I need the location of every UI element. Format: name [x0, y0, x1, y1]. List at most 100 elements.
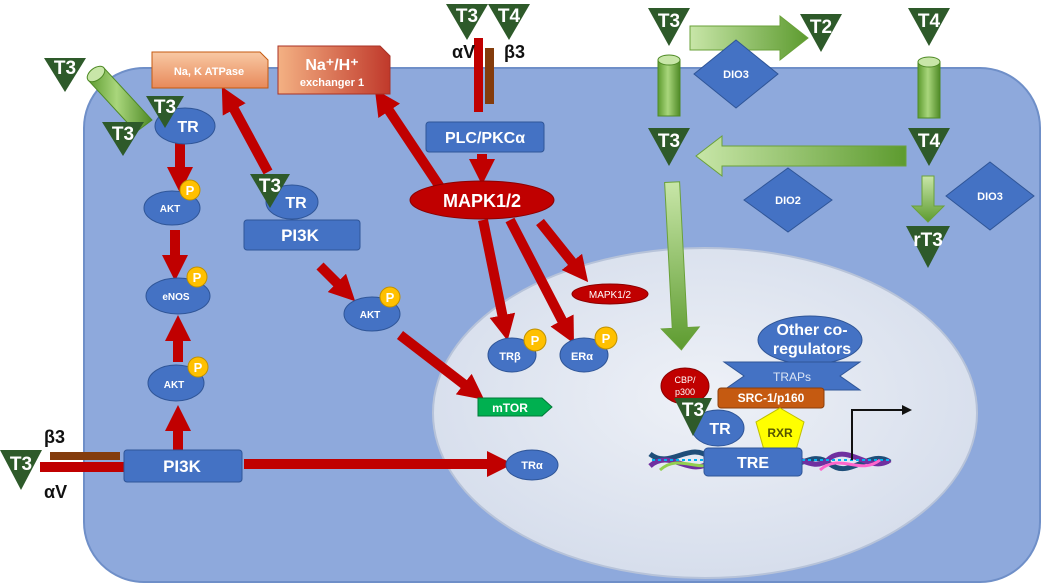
integrin-bottom-beta3: β3	[44, 427, 65, 447]
arrow-t3-to-t2	[689, 14, 809, 62]
mapk-cytoplasm: MAPK1/2	[409, 180, 555, 220]
svg-text:T4: T4	[498, 6, 521, 27]
pi3k-lower: PI3K	[123, 449, 243, 483]
src1-label: SRC-1/p160	[738, 391, 805, 405]
tr-pi3k-complex: TR PI3K	[243, 184, 361, 251]
mtor: mTOR	[477, 397, 553, 417]
svg-text:T3: T3	[682, 400, 704, 421]
arrow-tr-to-na-k-atpase	[221, 86, 273, 175]
dio3-top: DIO3	[693, 39, 779, 109]
cbp-p300: CBP/ p300	[660, 367, 710, 405]
svg-text:T4: T4	[918, 131, 941, 152]
akt-upper-left: AKT P	[143, 179, 201, 226]
tre-label: TRE	[737, 455, 769, 472]
svg-text:T4: T4	[918, 11, 941, 32]
traps: TRAPs	[722, 361, 862, 391]
na-k-atpase: Na, K ATPase	[151, 51, 269, 89]
mtor-label: mTOR	[492, 401, 528, 415]
phospho-badge: P	[531, 333, 540, 348]
t3-bound-tr-left: T3	[146, 96, 184, 128]
transporter-t3-channel	[657, 54, 681, 117]
arrow-pi3k-to-akt-middle	[316, 262, 356, 302]
dio3-right: DIO3	[945, 161, 1035, 231]
arrow-t4-to-t3-deiodination	[695, 134, 907, 178]
mapk-nuclear-label: MAPK1/2	[589, 290, 632, 301]
akt-label: AKT	[160, 204, 181, 215]
src1-p160: SRC-1/p160	[717, 387, 825, 409]
mapk-nuclear: MAPK1/2	[571, 283, 649, 305]
phospho-badge: P	[386, 290, 395, 305]
t3-inner-left: T3	[102, 122, 144, 156]
t2-product: T2	[800, 14, 842, 52]
red-arrows	[162, 86, 589, 477]
dio3-label: DIO3	[723, 69, 749, 81]
svg-text:T3: T3	[112, 124, 134, 145]
akt-middle: AKT P	[343, 286, 401, 332]
er-alpha-label: ERα	[571, 351, 593, 363]
na-h-exchanger: Na⁺/H⁺ exchanger 1	[277, 45, 391, 95]
svg-text:T2: T2	[810, 17, 832, 38]
tr-beta: TRβ P	[487, 328, 547, 373]
other-coreg-line1: Other co-	[776, 322, 847, 339]
t3-outer-left: T3	[44, 58, 86, 92]
integrin-top-beta3: β3	[504, 42, 525, 62]
cbp-label-line2: p300	[675, 387, 695, 397]
integrin-top: αV β3	[452, 38, 525, 112]
phospho-badge: P	[602, 331, 611, 346]
tr-label: TR	[285, 195, 307, 212]
mapk-label: MAPK1/2	[443, 191, 521, 211]
svg-text:T3: T3	[456, 6, 478, 27]
hormone-triangles: T3 T3 T3 T3 T3 T4 T3 T3	[0, 4, 950, 490]
tr-nuclear-label: TR	[709, 421, 731, 438]
svg-text:T3: T3	[259, 176, 281, 197]
akt-label: AKT	[164, 380, 185, 391]
t3-intracellular: T3	[648, 128, 690, 166]
transporter-left-channel	[86, 65, 153, 133]
dio2: DIO2	[743, 167, 833, 233]
t3-bound-tr-nuclear: T3	[674, 398, 712, 436]
rt3-product: rT3	[906, 226, 950, 268]
svg-text:T3: T3	[658, 131, 680, 152]
arrow-mapk-to-trbeta	[478, 219, 516, 341]
arrow-mapk-to-nhe1	[374, 89, 447, 193]
arrow-t3-into-nucleus	[660, 181, 701, 351]
akt-lower-left: AKT P	[147, 356, 209, 402]
arrow-mapk-to-mapk-nuclear	[536, 218, 589, 283]
nhe1-label-line1: Na⁺/H⁺	[305, 57, 358, 74]
other-coregulators: Other co- regulators	[757, 315, 863, 365]
svg-text:T3: T3	[658, 11, 680, 32]
arrow-akt-to-mtor	[396, 331, 485, 400]
other-coreg-line2: regulators	[773, 341, 851, 358]
akt-label: AKT	[360, 310, 381, 321]
traps-label: TRAPs	[773, 370, 811, 384]
phospho-badge: P	[193, 270, 202, 285]
t4-outside-top-right: T4	[908, 8, 950, 46]
pi3k-label: PI3K	[281, 226, 320, 245]
transcription-start-arrow	[851, 405, 912, 460]
integrin-bottom-alpha-v: αV	[44, 482, 67, 502]
tr-beta-label: TRβ	[499, 351, 521, 363]
svg-text:T3: T3	[10, 454, 32, 475]
dio2-label: DIO2	[775, 195, 801, 207]
phospho-badge: P	[186, 183, 195, 198]
tr-label: TR	[177, 119, 199, 136]
transporter-t4-channel	[917, 56, 941, 119]
cbp-label-line1: CBP/	[674, 375, 696, 385]
t3-integrin-bottom: T3	[0, 450, 42, 490]
plc-pkc: PLC/PKCα	[425, 121, 545, 153]
tr-nuclear: TR	[691, 409, 745, 447]
svg-text:T3: T3	[154, 97, 176, 118]
tr-alpha-label: TRα	[521, 460, 543, 472]
t3-outside-top-right: T3	[648, 8, 690, 46]
na-k-atpase-label: Na, K ATPase	[174, 66, 244, 78]
enos: eNOS P	[145, 266, 211, 315]
tr-alpha: TRα	[505, 449, 559, 481]
plc-pkc-label: PLC/PKCα	[445, 130, 525, 147]
rxr-label: RXR	[767, 426, 793, 440]
pi3k-label: PI3K	[163, 457, 202, 476]
t3-integrin-top: T3	[446, 4, 488, 40]
arrow-mapk-to-eralpha	[505, 217, 574, 344]
t3-bound-tr-middle: T3	[250, 174, 290, 208]
integrin-bottom: β3 αV	[40, 427, 126, 502]
